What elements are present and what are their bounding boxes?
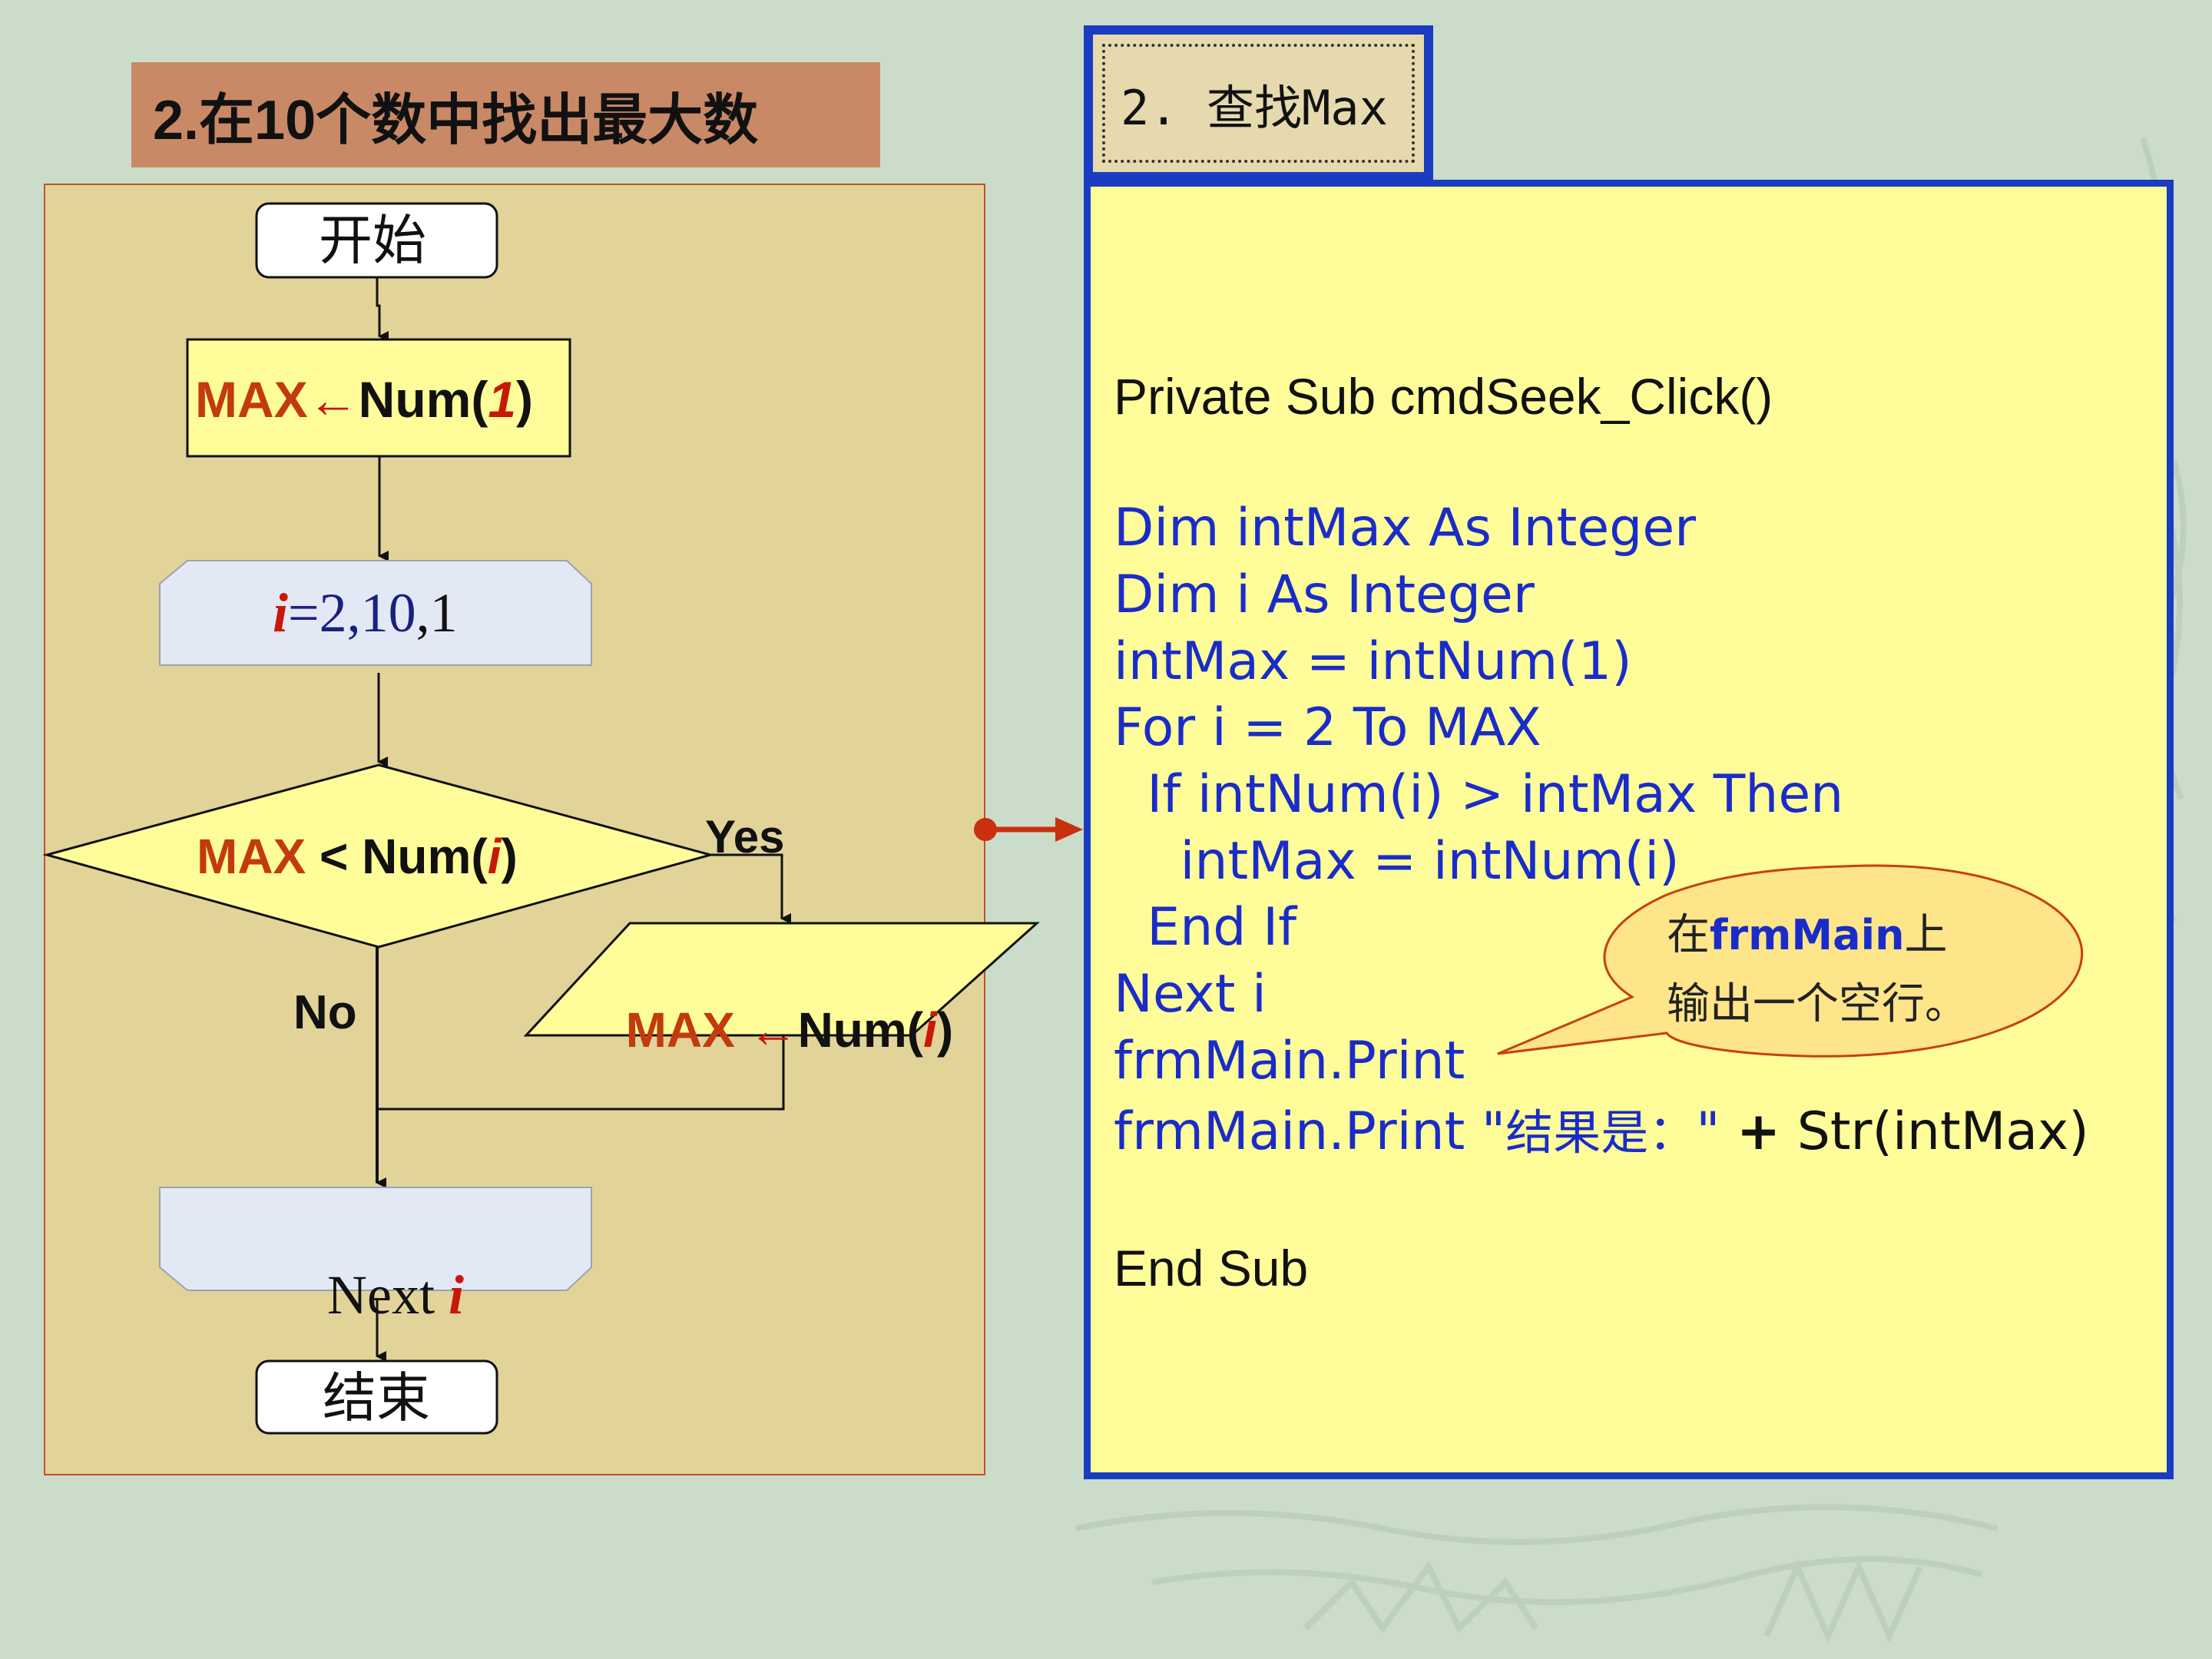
update-label: MAX ←Num(i) bbox=[598, 956, 954, 1058]
update-max-text: MAX bbox=[625, 1002, 735, 1058]
callout-post-text: 上 bbox=[1904, 910, 1948, 960]
code-line: intMax = intNum(i) bbox=[1114, 831, 1680, 892]
init-arrow-text: ← bbox=[307, 371, 359, 428]
loop-label: i=2,10,1 bbox=[273, 585, 458, 641]
start-label: 开始 bbox=[319, 212, 426, 271]
code-print-fn: Str(intMax) bbox=[1780, 1101, 2089, 1162]
loop-start-text: =2, bbox=[288, 582, 361, 644]
connector-start-init bbox=[376, 277, 389, 342]
code-print-quote: " bbox=[1696, 1101, 1737, 1162]
code-tab[interactable]: 2. 查找Max bbox=[1084, 25, 1433, 181]
end-label: 结束 bbox=[323, 1369, 430, 1429]
callout-pre-text: 在 bbox=[1667, 910, 1710, 960]
slide-title-text: 2.在10个数中找出最大数 bbox=[153, 90, 759, 151]
end-terminator bbox=[255, 1359, 498, 1435]
link-arrow-head bbox=[1055, 817, 1083, 842]
code-print-cn-text: 结果是： bbox=[1505, 1104, 1697, 1161]
code-line: If intNum(i) > intMax Then bbox=[1114, 764, 1844, 825]
loop-step-text: ,1 bbox=[416, 582, 458, 644]
init-close-text: ) bbox=[516, 371, 534, 428]
code-sub-start: Private Sub cmdSeek_Click() bbox=[1114, 368, 1773, 425]
callout-line-2: 输出一个空行。 bbox=[1667, 979, 1968, 1029]
code-line: Next i bbox=[1114, 964, 1267, 1025]
update-arg-text: i bbox=[923, 1002, 937, 1058]
code-print-prefix: frmMain.Print " bbox=[1114, 1101, 1506, 1162]
decision-label: MAX < Num(i) bbox=[197, 832, 518, 881]
code-tab-label: 2. 查找Max bbox=[1121, 79, 1388, 136]
update-arrow-text: ← bbox=[734, 1002, 798, 1058]
code-print-plus: + bbox=[1737, 1101, 1781, 1162]
yes-label: Yes bbox=[705, 811, 785, 863]
loop-end-text: 10 bbox=[360, 582, 416, 644]
init-arg-text: 1 bbox=[488, 371, 517, 428]
code-tab-focus-frame: 2. 查找Max bbox=[1102, 44, 1415, 163]
init-num-text: Num( bbox=[358, 371, 488, 428]
next-label: Next i bbox=[300, 1212, 464, 1323]
code-line: For i = 2 To MAX bbox=[1114, 697, 1541, 758]
loop-hexagon bbox=[159, 560, 592, 666]
connector-update-merge bbox=[379, 1035, 785, 1111]
code-line: frmMain.Print bbox=[1114, 1031, 1465, 1091]
callout-line-1: 在frmMain上 bbox=[1667, 914, 1948, 957]
slide-title: 2.在10个数中找出最大数 bbox=[131, 62, 880, 167]
code-panel bbox=[1084, 180, 2174, 1479]
update-parallelogram bbox=[523, 922, 1040, 1037]
code-line: Dim i As Integer bbox=[1114, 565, 1535, 625]
code-tab-inner: 2. 查找Max bbox=[1093, 35, 1424, 172]
update-num-text: Num( bbox=[797, 1002, 924, 1058]
decision-max-text: MAX bbox=[197, 829, 306, 884]
decision-arg-text: i bbox=[487, 829, 502, 884]
callout-bold-text: frmMain bbox=[1710, 911, 1905, 959]
code-print-result-line: frmMain.Print "结果是：" + Str(intMax) bbox=[1114, 1106, 2089, 1158]
next-word-text: Next bbox=[327, 1264, 449, 1326]
code-sub-end: End Sub bbox=[1114, 1240, 1309, 1296]
update-close-text: ) bbox=[936, 1002, 954, 1058]
code-line: End If bbox=[1114, 897, 1297, 958]
next-var-text: i bbox=[448, 1264, 464, 1326]
init-max-text: MAX bbox=[195, 371, 308, 428]
connector-yes-branch bbox=[710, 853, 791, 924]
code-line: intMax = intNum(1) bbox=[1114, 631, 1632, 692]
code-line: Dim intMax As Integer bbox=[1114, 498, 1697, 558]
init-label: MAX←Num(1) bbox=[195, 374, 533, 425]
decision-close-text: ) bbox=[501, 829, 518, 884]
loop-var-text: i bbox=[273, 582, 289, 644]
decision-op-text: < bbox=[306, 829, 363, 884]
no-label: No bbox=[293, 986, 357, 1039]
decision-num-text: Num( bbox=[362, 829, 488, 884]
next-hexagon bbox=[159, 1187, 592, 1291]
